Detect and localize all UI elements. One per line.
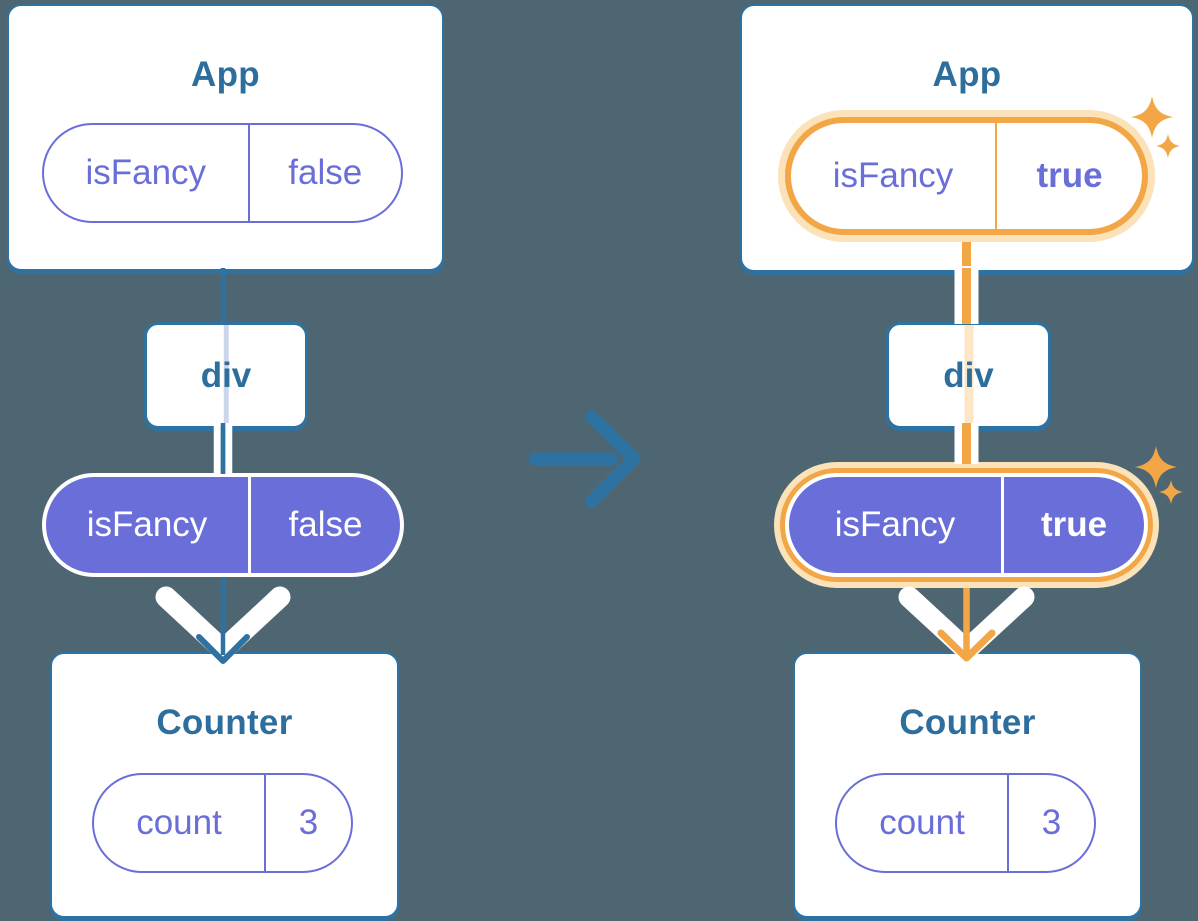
white-chevron-icon <box>155 586 291 661</box>
tree-line-through <box>223 325 229 426</box>
state-value: 3 <box>1007 775 1094 871</box>
app-title: App <box>191 55 260 94</box>
prop-value: true <box>1001 477 1144 573</box>
prop-name: isFancy <box>85 153 207 192</box>
passed-prop-pill: isFancy false <box>42 473 404 577</box>
prop-chute-right-upper <box>954 268 979 324</box>
prop-pass-arrow-left <box>155 577 291 664</box>
state-name: count <box>136 803 222 842</box>
state-name: count <box>879 803 965 842</box>
prop-value: true <box>995 123 1142 229</box>
prop-value: false <box>247 125 402 221</box>
prop-name: isFancy <box>86 505 208 544</box>
div-label: div <box>943 355 994 395</box>
prop-flow-line <box>962 235 971 266</box>
div-label: div <box>200 355 252 395</box>
passed-prop-pill-highlighted: isFancy true <box>785 473 1148 577</box>
transition-arrow-icon <box>528 410 641 508</box>
prop-chute-left <box>213 423 233 474</box>
app-prop-pill: isFancy false <box>42 123 403 223</box>
div-node: div <box>144 322 308 429</box>
count-state-pill: count 3 <box>835 773 1096 873</box>
count-state-pill: count 3 <box>92 773 353 873</box>
prop-value: false <box>248 477 400 573</box>
counter-title: Counter <box>899 703 1036 742</box>
app-prop-pill-highlighted: isFancy true <box>785 117 1148 235</box>
sparkle-icon <box>1158 479 1184 505</box>
app-card: App isFancy true <box>740 4 1194 272</box>
div-node: div <box>886 322 1051 429</box>
counter-card: Counter count 3 <box>50 652 399 918</box>
prop-line-through <box>964 325 973 426</box>
counter-card: Counter count 3 <box>793 652 1142 918</box>
prop-pass-arrow-right <box>898 586 1035 662</box>
app-title: App <box>932 55 1002 94</box>
prop-name: isFancy <box>834 505 956 544</box>
white-chevron-icon <box>898 586 1035 661</box>
prop-name: isFancy <box>832 156 954 195</box>
prop-chute-right-lower <box>954 423 979 464</box>
state-value: 3 <box>264 775 351 871</box>
counter-title: Counter <box>156 703 293 742</box>
app-card: App isFancy false <box>7 4 444 271</box>
